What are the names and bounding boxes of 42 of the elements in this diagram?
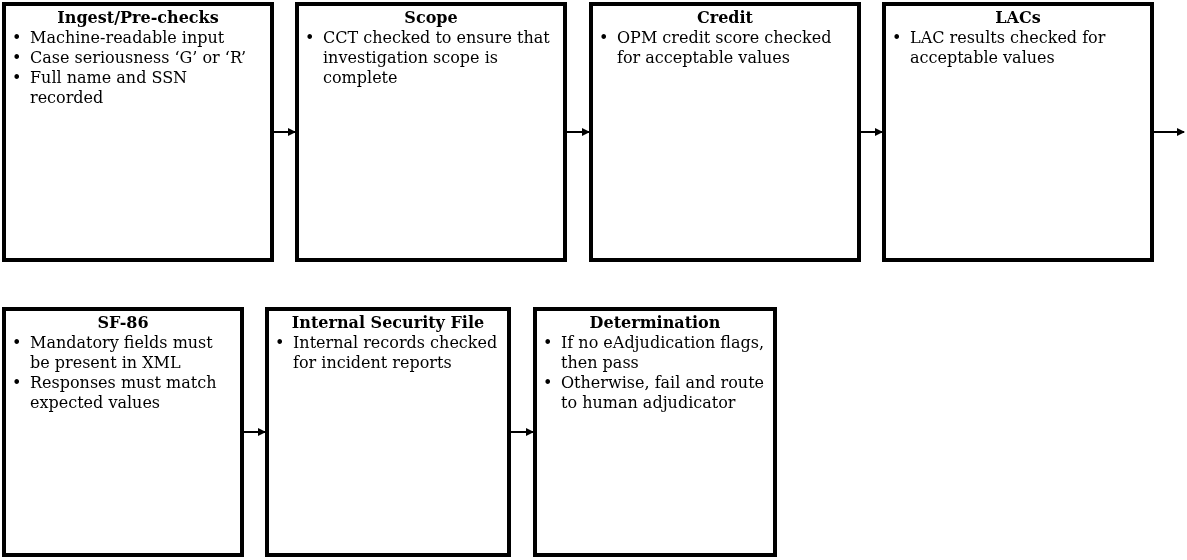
box-heading: Credit bbox=[696, 8, 754, 28]
bullet-text: OPM credit score checked for acceptable values bbox=[617, 28, 832, 67]
process-box bbox=[295, 2, 567, 262]
bullet-text: Responses must match expected values bbox=[30, 373, 217, 412]
bullet-marker: • bbox=[543, 333, 554, 353]
process-box bbox=[265, 307, 511, 557]
process-box bbox=[2, 2, 274, 262]
bullet-text: CCT checked to ensure that investigation scope is complete bbox=[323, 28, 550, 87]
arrow bbox=[510, 428, 534, 436]
bullet-text: Case seriousness ‘G’ or ‘R’ bbox=[30, 48, 247, 67]
arrow bbox=[243, 428, 266, 436]
process-box bbox=[2, 307, 244, 557]
bullet-text: Otherwise, fail and route to human adjudicator bbox=[561, 373, 765, 412]
process-box bbox=[533, 307, 777, 557]
box-heading: Ingest/Pre-checks bbox=[56, 8, 220, 28]
arrow bbox=[273, 128, 296, 136]
bullet-text: Machine-readable input bbox=[30, 28, 225, 47]
bullet-text: If no eAdjudication flags, then pass bbox=[561, 333, 765, 372]
bullet-text: Mandatory fields must be present in XML bbox=[30, 333, 213, 372]
bullet-marker: • bbox=[12, 48, 23, 68]
bullet-marker: • bbox=[305, 28, 316, 48]
box-heading: Internal Security File bbox=[290, 313, 486, 333]
bullet-marker: • bbox=[12, 68, 23, 88]
arrow bbox=[860, 128, 883, 136]
box-heading: Determination bbox=[588, 313, 722, 333]
bullet-text: Internal records checked for incident reports bbox=[293, 333, 498, 372]
arrow bbox=[1153, 128, 1185, 136]
bullet-marker: • bbox=[12, 333, 23, 353]
process-box bbox=[882, 2, 1154, 262]
bullet-marker: • bbox=[12, 373, 23, 393]
bullet-text: Full name and SSN recorded bbox=[30, 68, 188, 107]
box-heading: SF-86 bbox=[96, 313, 150, 333]
bullet-marker: • bbox=[543, 373, 554, 393]
arrow bbox=[566, 128, 590, 136]
bullet-marker: • bbox=[892, 28, 903, 48]
bullet-marker: • bbox=[275, 333, 286, 353]
bullet-marker: • bbox=[599, 28, 610, 48]
bullet-text: LAC results checked for acceptable values bbox=[910, 28, 1106, 67]
box-heading: LACs bbox=[994, 8, 1042, 28]
bullet-marker: • bbox=[12, 28, 23, 48]
process-box bbox=[589, 2, 861, 262]
box-heading: Scope bbox=[403, 8, 459, 28]
